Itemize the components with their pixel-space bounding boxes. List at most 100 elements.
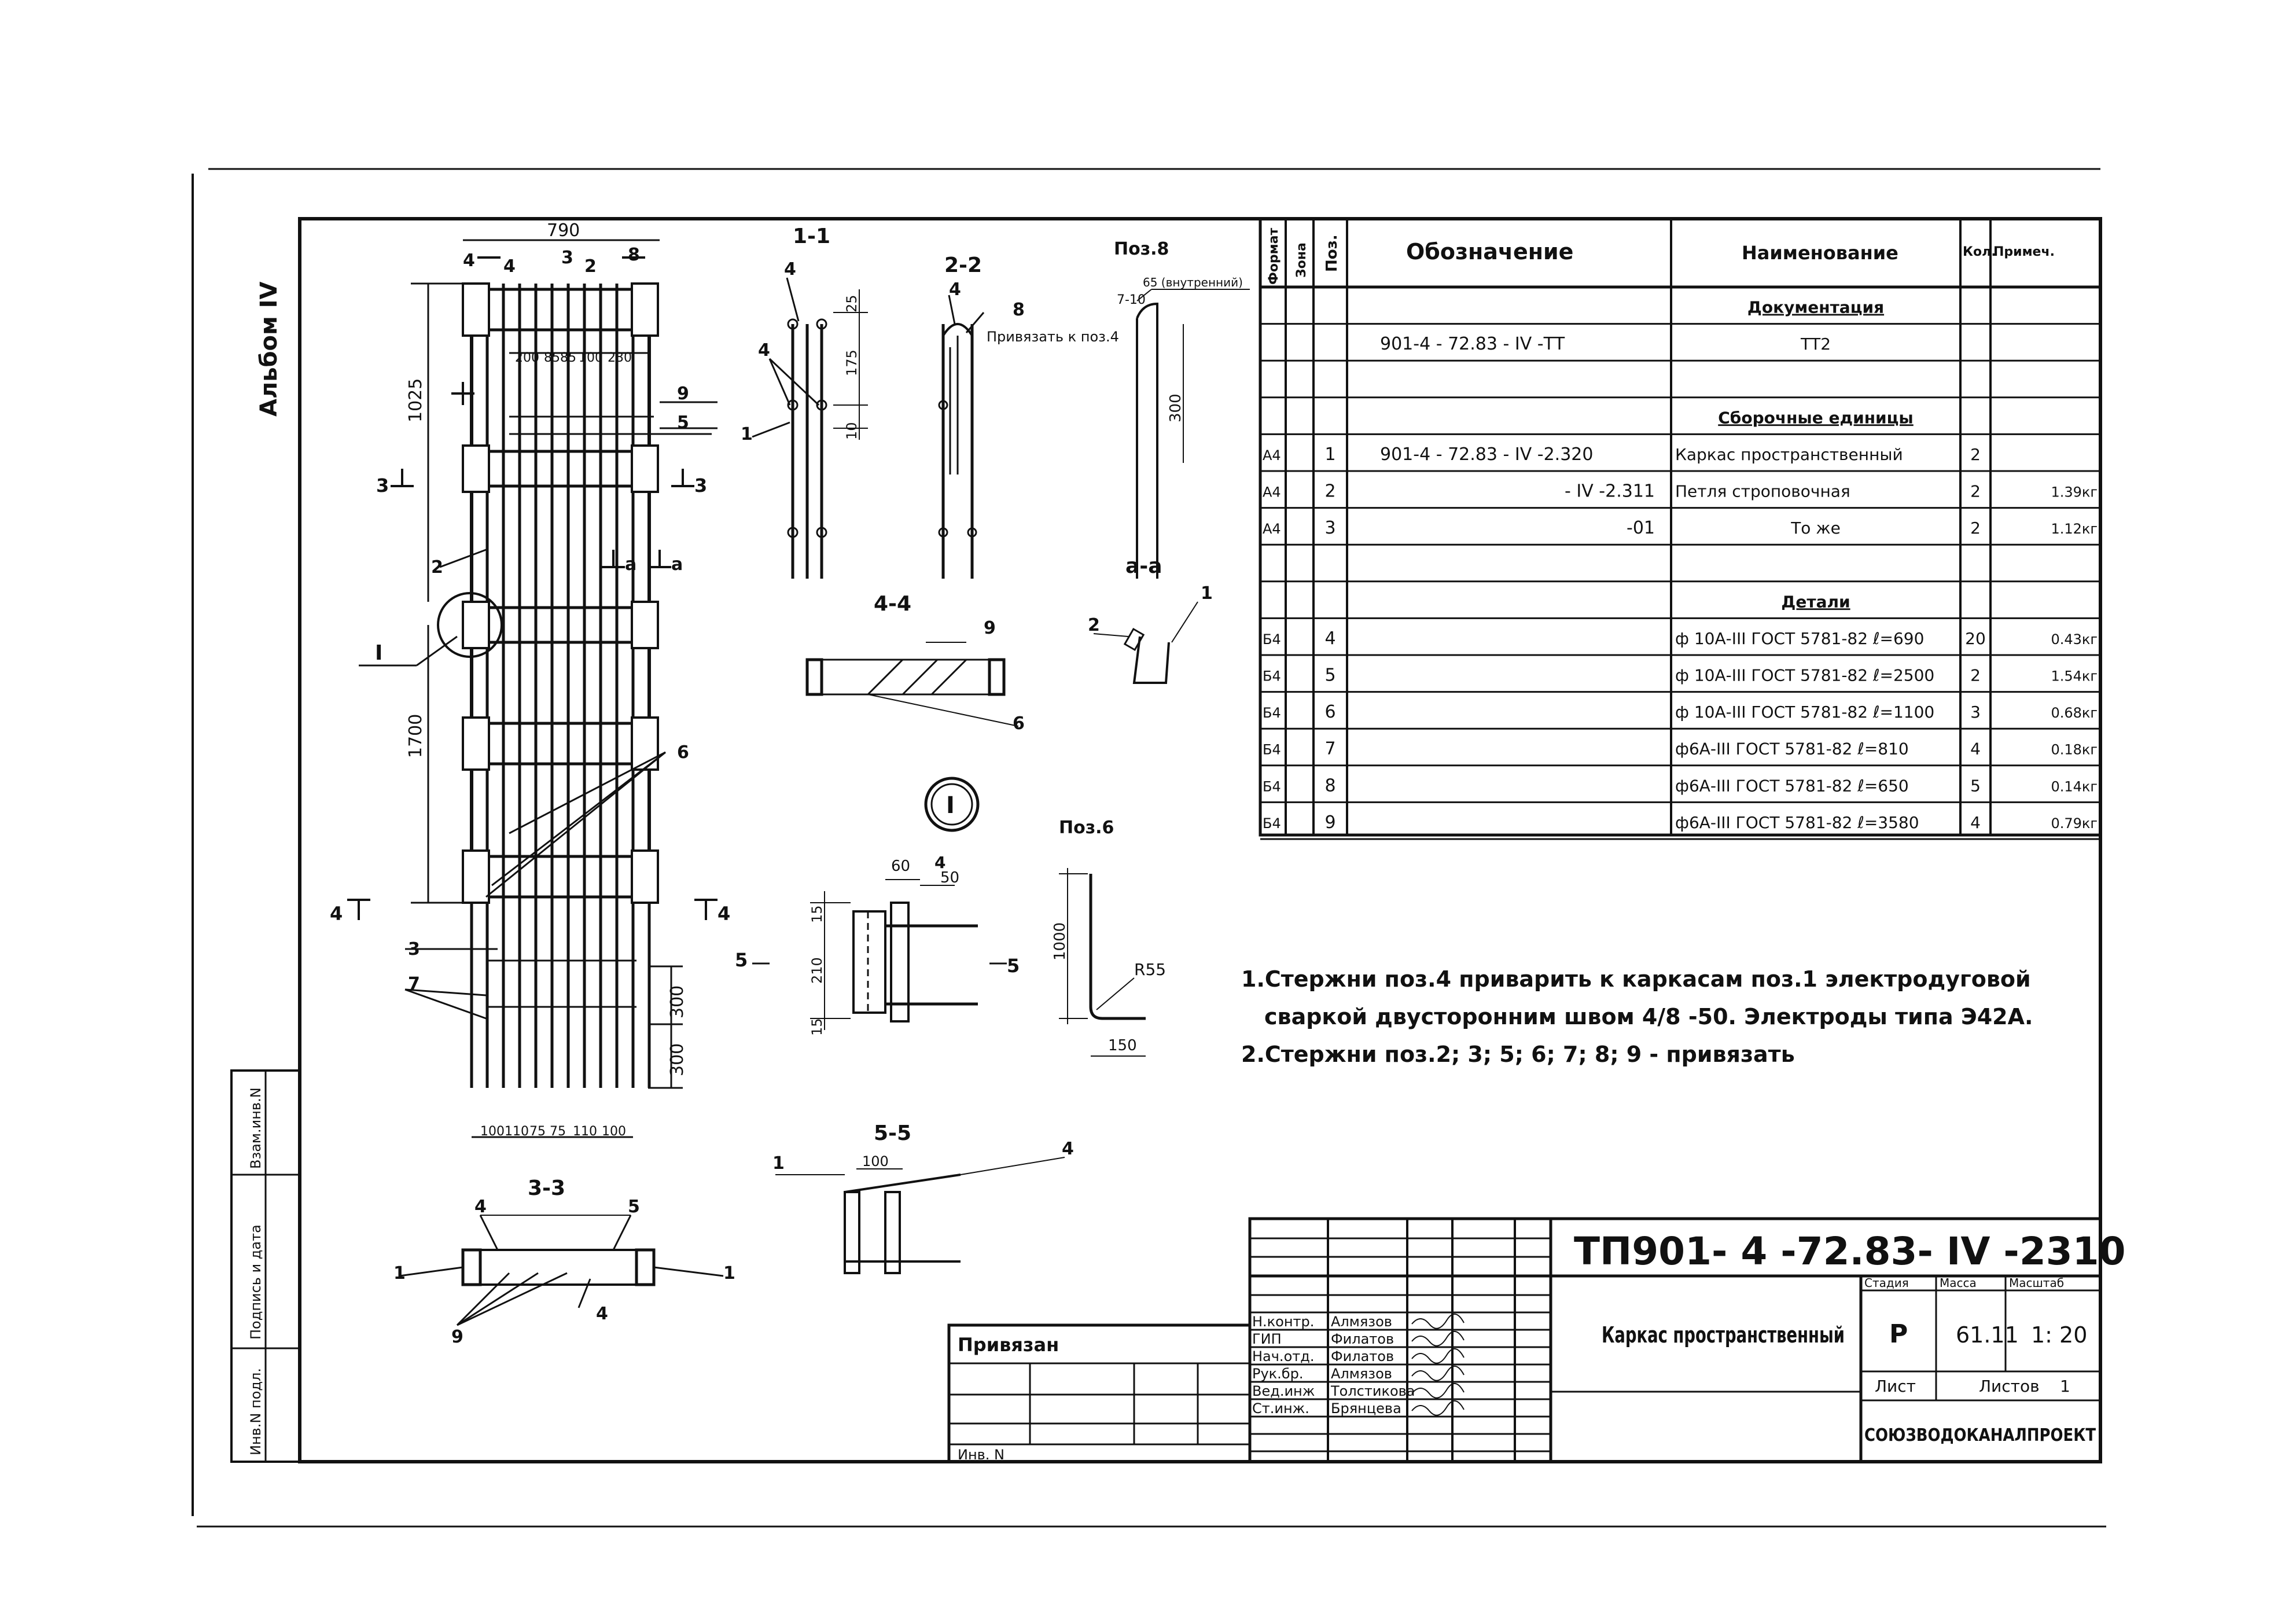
- spec-cell-qty: 2: [1970, 666, 1981, 685]
- spec-cell-pos: 7: [1324, 739, 1335, 759]
- side-frames: [470, 284, 651, 903]
- section-a-right: а: [671, 554, 683, 575]
- section-5-5-labels: 5-5 100 1 4: [772, 1121, 1074, 1174]
- pos8-detail: [1136, 289, 1250, 579]
- pos8-title: Поз.8: [1114, 239, 1169, 259]
- node-circle: [437, 592, 503, 658]
- s22-callout-4: 4: [949, 279, 961, 300]
- spec-cell-qty: 4: [1970, 740, 1981, 759]
- node-callout-4: 4: [934, 853, 945, 872]
- node-i-title: I: [946, 792, 955, 819]
- bound-label: Привязан: [958, 1334, 1059, 1356]
- spec-cell-format: Б4: [1263, 705, 1281, 721]
- section-5-5-title: 5-5: [874, 1121, 911, 1145]
- spec-cell-name: ф 10А-III ГОСТ 5781-82 ℓ=1100: [1675, 702, 1934, 722]
- title-block-labels: ТП901- 4 -72.83- IV -2310 Каркас простра…: [958, 1229, 2126, 1463]
- pos6-dim-1: 1000: [1051, 922, 1069, 961]
- dimension-lines: [411, 239, 683, 1138]
- signature-scribble: [1411, 1348, 1465, 1364]
- section-1-1-title: 1-1: [793, 225, 830, 248]
- note-line-2: сваркой двусторонним швом 4/8 -50. Элект…: [1264, 1004, 2033, 1029]
- spec-cell-pos: 8: [1324, 775, 1335, 796]
- spec-table-header: Формат Зона Поз. Обозначение Наименовани…: [1267, 227, 2055, 285]
- s33-callout-4a: 4: [474, 1197, 487, 1217]
- spec-head-name: Наименование: [1742, 242, 1898, 264]
- pos6-labels: Поз.6 1000 150 R55: [1051, 818, 1166, 1054]
- spec-cell-designation: 901-4 - 72.83 - IV -ТТ: [1380, 334, 1565, 354]
- callout-6: 6: [677, 742, 689, 763]
- section-2-2-title: 2-2: [944, 253, 982, 277]
- s11-callout-4a: 4: [784, 259, 796, 279]
- signature-role: Нач.отд.: [1252, 1348, 1314, 1364]
- top-spacing-1: 200: [515, 351, 539, 365]
- section-4-4-labels: 4-4 9 6: [874, 592, 1025, 734]
- section-4-4: [805, 642, 1019, 727]
- bottom-spacing-1: 100: [480, 1124, 505, 1139]
- notes: 1.Стержни поз.4 приварить к каркасам поз…: [1241, 966, 2033, 1067]
- s33-callout-1b: 1: [723, 1263, 735, 1283]
- s55-callout-4: 4: [1062, 1139, 1074, 1159]
- mass-head: Масса: [1940, 1276, 1977, 1290]
- section-2-2: [938, 295, 985, 579]
- callout-2: 2: [584, 256, 597, 277]
- s11-callout-4b: 4: [758, 340, 770, 361]
- sheet-label: Лист: [1875, 1377, 1916, 1396]
- pos8-labels: Поз.8 7-10 65 (внутренний) 300: [1114, 239, 1243, 422]
- node-i-labels: I 60 50 15 210 15 4 5 5: [735, 792, 1020, 1036]
- node-dim-210: 210: [809, 957, 825, 984]
- section-2-2-labels: 2-2 4 8 Привязать к поз.4: [944, 253, 1119, 345]
- section-3-left: 3: [376, 475, 389, 496]
- signature-scribble: [1411, 1314, 1465, 1329]
- dim-width: 790: [547, 220, 580, 241]
- s44-callout-9: 9: [984, 618, 996, 638]
- callout-4b: 4: [503, 256, 516, 277]
- spec-cell-name: Сборочные единицы: [1718, 408, 1914, 427]
- spec-cell-pos: 1: [1324, 444, 1335, 465]
- signature-name: Филатов: [1331, 1348, 1394, 1364]
- spec-cell-note: 0.14кг: [2051, 778, 2098, 795]
- node-section-5-right: 5: [1007, 955, 1020, 977]
- s11-dim-3: 10: [844, 422, 860, 440]
- spec-head-designation: Обозначение: [1406, 239, 1573, 264]
- spec-cell-pos: 3: [1324, 518, 1335, 538]
- pos8-inner: 65 (внутренний): [1143, 275, 1243, 289]
- side-stamp-replace: Взам.инв.N: [248, 1087, 264, 1169]
- s55-dim: 100: [862, 1153, 889, 1169]
- signature-name: Алмязов: [1331, 1366, 1392, 1382]
- spec-cell-qty: 4: [1970, 813, 1981, 832]
- section-1-1-labels: 1-1 25 175 10 4 4 1: [741, 225, 860, 444]
- spec-cell-format: А4: [1263, 521, 1281, 537]
- bottom-spacing-2: 110: [505, 1124, 529, 1139]
- side-stamp-inv: Инв.N подл.: [248, 1368, 264, 1455]
- callout-3: 3: [561, 248, 573, 268]
- pos6-title: Поз.6: [1059, 818, 1114, 838]
- spec-cell-name: То же: [1790, 518, 1841, 538]
- pos8-dim-1: 7-10: [1117, 293, 1146, 307]
- section-a-a-title: а-а: [1125, 554, 1162, 578]
- node-section-5-left: 5: [735, 949, 748, 971]
- spec-cell-name: ф6А-III ГОСТ 5781-82 ℓ=650: [1675, 776, 1909, 795]
- callout-2b: 2: [431, 557, 443, 578]
- spec-cell-note: 1.54кг: [2051, 668, 2098, 685]
- spec-cell-name: ф 10А-III ГОСТ 5781-82 ℓ=2500: [1675, 666, 1934, 685]
- section-a-left: а: [625, 554, 636, 575]
- spec-cell-pos: 9: [1324, 812, 1335, 833]
- main-view: [347, 239, 718, 1138]
- s11-callout-1: 1: [741, 424, 753, 444]
- top-spacing-2: 85: [544, 351, 560, 365]
- spec-cell-name: Каркас пространственный: [1675, 445, 1903, 464]
- node-dim-60: 60: [891, 858, 910, 875]
- spec-cell-name: ф6А-III ГОСТ 5781-82 ℓ=3580: [1675, 813, 1919, 832]
- spec-cell-format: Б4: [1263, 742, 1281, 758]
- side-stamp-sign: Подпись и дата: [248, 1224, 264, 1340]
- section-a-a-labels: а-а 2 1: [1088, 554, 1213, 635]
- sheet-code: ТП901- 4 -72.83- IV -2310: [1574, 1229, 2126, 1274]
- pos8-dim-2: 300: [1167, 393, 1184, 422]
- top-spacing-4: 100: [579, 351, 603, 365]
- aa-callout-2: 2: [1088, 615, 1100, 635]
- s11-dim-2: 175: [844, 350, 860, 376]
- title-block-grid: [947, 1217, 2102, 1463]
- side-stamp: Инв.N подл. Подпись и дата Взам.инв.N: [230, 1069, 301, 1463]
